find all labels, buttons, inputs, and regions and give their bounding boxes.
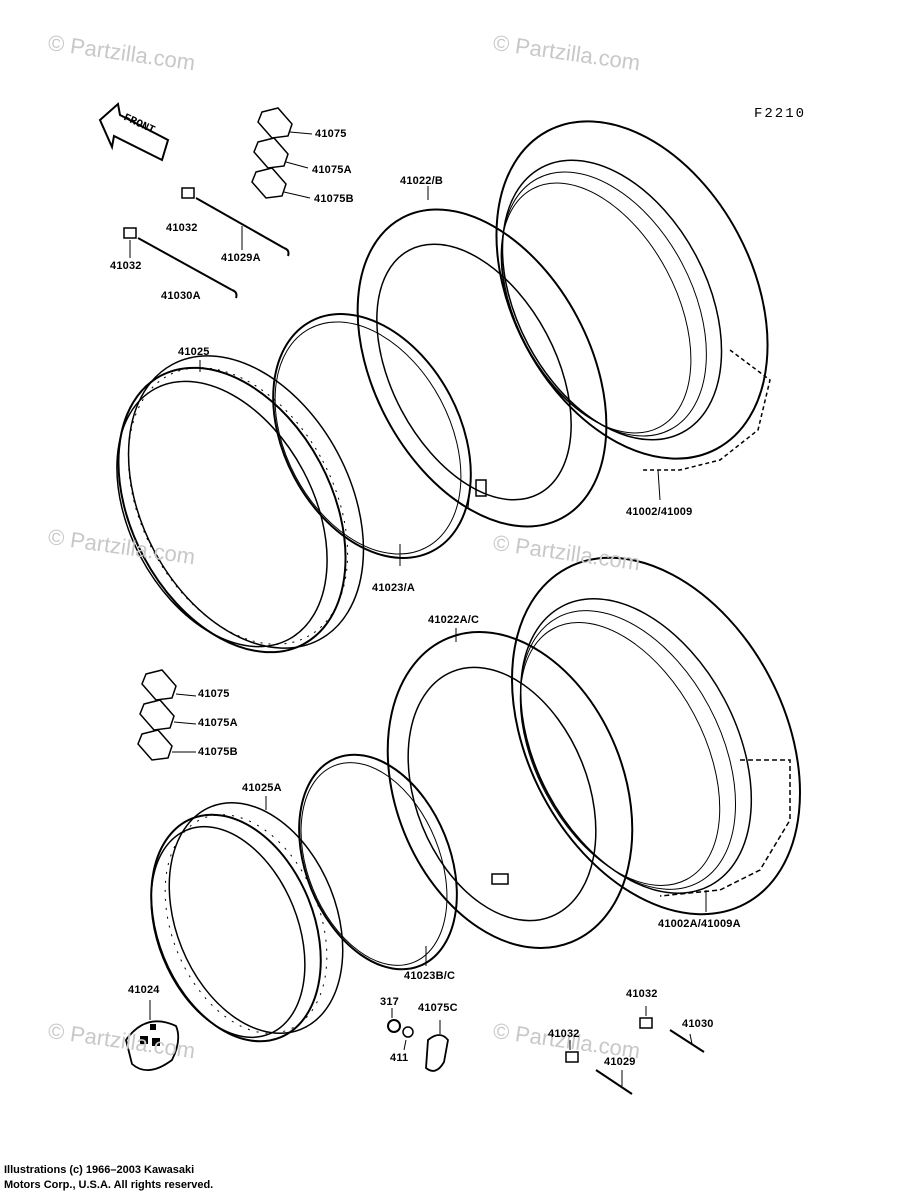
- part-label: 41002A/41009A: [658, 918, 741, 930]
- copyright-line: Illustrations (c) 1966–2003 Kawasaki: [4, 1164, 195, 1176]
- part-label: 41029A: [221, 252, 261, 264]
- spoke-icon: [123, 187, 290, 299]
- rear-rim-band-icon: [298, 753, 458, 971]
- part-label: 41075A: [312, 164, 352, 176]
- part-label: 41030: [682, 1018, 714, 1030]
- leader-lines: [199, 186, 707, 966]
- part-label: 41029: [604, 1056, 636, 1068]
- part-label: 41075: [198, 688, 230, 700]
- part-label: 41025A: [242, 782, 282, 794]
- part-label: 41023B/C: [404, 970, 456, 982]
- cap-icon: [251, 107, 313, 199]
- part-label: 41032: [626, 988, 658, 1000]
- part-label: 41030A: [161, 290, 201, 302]
- part-label: 41032: [548, 1028, 580, 1040]
- copyright-notice: Illustrations (c) 1966–2003 Kawasaki Mot…: [4, 1163, 213, 1193]
- rear-tire-icon: [511, 556, 801, 916]
- part-label: 41075: [315, 128, 347, 140]
- part-label: 411: [390, 1052, 409, 1064]
- part-label: 41032: [166, 222, 198, 234]
- front-rim-band-icon: [272, 313, 472, 559]
- rear-tube-icon: [386, 631, 634, 949]
- front-tire-icon: [495, 120, 771, 471]
- part-label: 41075A: [198, 717, 238, 729]
- copyright-line: Motors Corp., U.S.A. All rights reserved…: [4, 1179, 214, 1191]
- front-tube-icon: [356, 208, 608, 528]
- part-label: 41024: [128, 984, 160, 996]
- figure-code: F2210: [754, 106, 807, 122]
- part-label: 41022/B: [400, 175, 443, 187]
- part-label: 41025: [178, 346, 210, 358]
- rear-rim-icon: [150, 802, 344, 1043]
- part-label: 317: [380, 996, 399, 1008]
- part-label: 41023/A: [372, 582, 415, 594]
- part-label: 41022A/C: [428, 614, 480, 626]
- part-label: 41075B: [314, 193, 354, 205]
- valve-parts-icon: [387, 1008, 449, 1072]
- front-label: FRONT: [121, 112, 156, 137]
- spoke-icon: [565, 1006, 705, 1095]
- balance-weight-icon: [125, 1000, 180, 1071]
- cap-icon: [137, 669, 197, 761]
- part-label: 41075C: [418, 1002, 458, 1014]
- part-label: 41075B: [198, 746, 238, 758]
- front-rim-icon: [116, 355, 365, 654]
- part-label: 41002/41009: [626, 506, 693, 518]
- front-arrow-icon: FRONT: [98, 102, 170, 162]
- part-label: 41032: [110, 260, 142, 272]
